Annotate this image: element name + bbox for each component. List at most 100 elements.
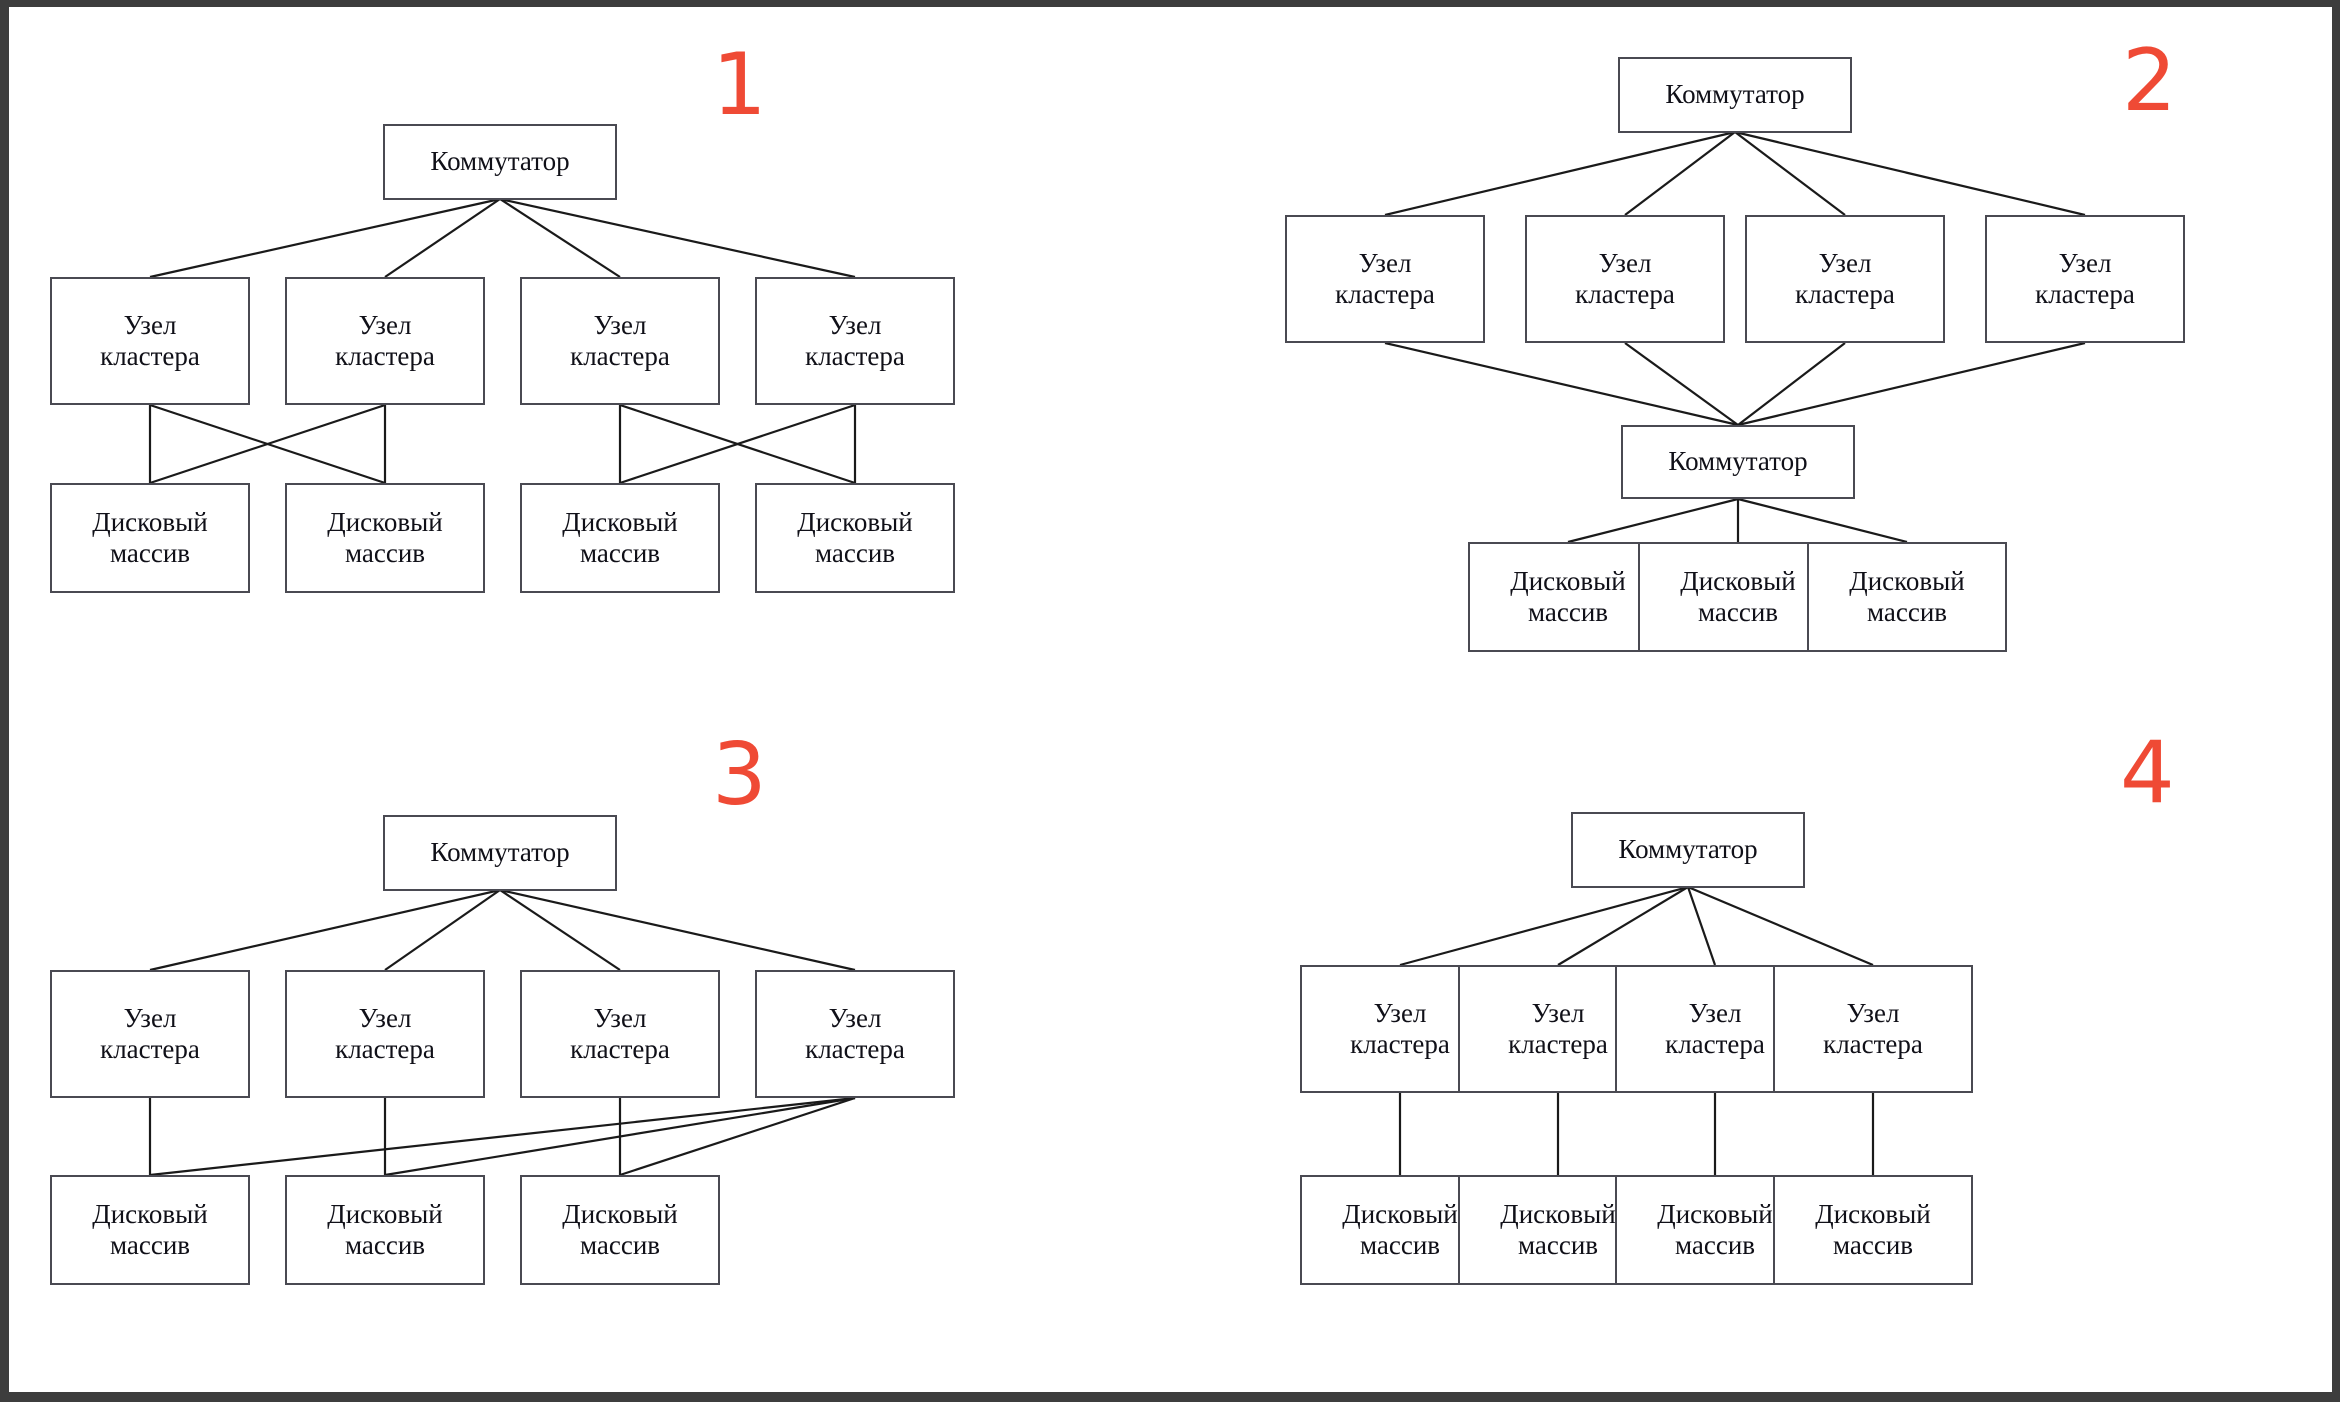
node-label-line-1: Узел	[358, 1002, 412, 1033]
node-label-line-1: Узел	[1688, 997, 1742, 1028]
node-label-line-1: Дисковый	[92, 506, 208, 537]
node-label-line-2: кластера	[100, 1034, 200, 1064]
diagram-1-cluster-node-3[interactable]: Узел кластера	[520, 277, 720, 405]
diagram-2-disk-array-3[interactable]: Дисковый массив	[1807, 542, 2007, 652]
node-label-line-1: Узел	[593, 309, 647, 340]
node-label: Коммутатор	[1668, 446, 1808, 477]
node-label-line-2: массив	[1697, 597, 1779, 627]
node-label-line-2: массив	[109, 538, 191, 568]
node-label-line-2: кластера	[2035, 279, 2135, 309]
node-label-line-2: кластера	[1795, 279, 1895, 309]
node-label-line-1: Узел	[1598, 247, 1652, 278]
node-label-line-2: кластера	[1665, 1029, 1765, 1059]
node-label-line-1: Узел	[828, 1002, 882, 1033]
diagram-2-cluster-node-2[interactable]: Узел кластера	[1525, 215, 1725, 343]
node-label-line-1: Узел	[593, 1002, 647, 1033]
node-label-line-1: Дисковый	[797, 506, 913, 537]
node-label-line-1: Дисковый	[327, 506, 443, 537]
node-label: Коммутатор	[430, 146, 570, 177]
node-label-line-2: кластера	[335, 341, 435, 371]
node-label-line-2: массив	[579, 1230, 661, 1260]
node-label-line-1: Узел	[123, 309, 177, 340]
diagram-4-cluster-node-4[interactable]: Узел кластера	[1773, 965, 1973, 1093]
diagram-4-switch[interactable]: Коммутатор	[1571, 812, 1805, 888]
node-label-line-2: кластера	[570, 341, 670, 371]
node-label-line-1: Узел	[358, 309, 412, 340]
diagram-1-cluster-node-2[interactable]: Узел кластера	[285, 277, 485, 405]
diagram-3-number: 3	[712, 725, 767, 825]
node-label-line-1: Дисковый	[1510, 565, 1626, 596]
diagram-2: Коммутатор Узел кластера Узел кластера У…	[1170, 0, 2340, 700]
diagram-3-disk-array-2[interactable]: Дисковый массив	[285, 1175, 485, 1285]
node-label-line-2: кластера	[805, 1034, 905, 1064]
node-label: Коммутатор	[430, 837, 570, 868]
diagram-1-number: 1	[712, 35, 767, 135]
diagram-4-number: 4	[2120, 723, 2175, 823]
diagram-1: Коммутатор Узел кластера Узел кластера У…	[0, 0, 1170, 700]
diagram-2-cluster-node-4[interactable]: Узел кластера	[1985, 215, 2185, 343]
node-label-line-2: массив	[814, 538, 896, 568]
node-label-line-2: кластера	[1575, 279, 1675, 309]
node-label-line-2: массив	[109, 1230, 191, 1260]
node-label-line-1: Узел	[1373, 997, 1427, 1028]
node-label-line-1: Узел	[2058, 247, 2112, 278]
node-label-line-1: Дисковый	[1342, 1198, 1458, 1229]
node-label-line-1: Дисковый	[1680, 565, 1796, 596]
diagram-3-cluster-node-4[interactable]: Узел кластера	[755, 970, 955, 1098]
node-label-line-2: массив	[1674, 1230, 1756, 1260]
node-label-line-1: Дисковый	[562, 1198, 678, 1229]
diagram-4-disk-array-4[interactable]: Дисковый массив	[1773, 1175, 1973, 1285]
node-label-line-1: Дисковый	[1849, 565, 1965, 596]
node-label: Коммутатор	[1618, 834, 1758, 865]
node-label-line-1: Узел	[1531, 997, 1585, 1028]
diagram-3-cluster-node-2[interactable]: Узел кластера	[285, 970, 485, 1098]
node-label-line-2: массив	[1527, 597, 1609, 627]
node-label-line-1: Узел	[1818, 247, 1872, 278]
node-label-line-2: массив	[579, 538, 661, 568]
diagram-1-cluster-node-4[interactable]: Узел кластера	[755, 277, 955, 405]
node-label-line-2: кластера	[335, 1034, 435, 1064]
node-label-line-2: массив	[344, 538, 426, 568]
node-label-line-1: Узел	[1358, 247, 1412, 278]
diagram-1-disk-array-2[interactable]: Дисковый массив	[285, 483, 485, 593]
node-label-line-2: массив	[1832, 1230, 1914, 1260]
node-label-line-2: кластера	[1508, 1029, 1608, 1059]
node-label-line-1: Дисковый	[1657, 1198, 1773, 1229]
diagram-3-cluster-node-1[interactable]: Узел кластера	[50, 970, 250, 1098]
diagram-3: Коммутатор Узел кластера Узел кластера У…	[0, 700, 1170, 1402]
node-label-line-2: массив	[1359, 1230, 1441, 1260]
diagram-2-cluster-node-3[interactable]: Узел кластера	[1745, 215, 1945, 343]
node-label: Коммутатор	[1665, 79, 1805, 110]
diagram-3-cluster-node-3[interactable]: Узел кластера	[520, 970, 720, 1098]
node-label-line-2: кластера	[1823, 1029, 1923, 1059]
diagram-3-disk-array-1[interactable]: Дисковый массив	[50, 1175, 250, 1285]
node-label-line-2: кластера	[1350, 1029, 1450, 1059]
node-label-line-1: Узел	[828, 309, 882, 340]
node-label-line-1: Узел	[1846, 997, 1900, 1028]
diagram-1-switch[interactable]: Коммутатор	[383, 124, 617, 200]
diagram-1-disk-array-3[interactable]: Дисковый массив	[520, 483, 720, 593]
diagram-3-disk-array-3[interactable]: Дисковый массив	[520, 1175, 720, 1285]
node-label-line-1: Дисковый	[92, 1198, 208, 1229]
node-label-line-2: кластера	[1335, 279, 1435, 309]
node-label-line-1: Дисковый	[327, 1198, 443, 1229]
diagram-1-disk-array-1[interactable]: Дисковый массив	[50, 483, 250, 593]
node-label-line-1: Дисковый	[562, 506, 678, 537]
node-label-line-2: массив	[1866, 597, 1948, 627]
diagram-1-disk-array-4[interactable]: Дисковый массив	[755, 483, 955, 593]
diagram-2-switch-top[interactable]: Коммутатор	[1618, 57, 1852, 133]
diagram-4: Коммутатор Узел кластера Узел кластера У…	[1170, 700, 2340, 1402]
node-label-line-2: кластера	[570, 1034, 670, 1064]
diagram-2-switch-bottom[interactable]: Коммутатор	[1621, 425, 1855, 499]
diagram-3-switch[interactable]: Коммутатор	[383, 815, 617, 891]
diagram-2-disk-array-2[interactable]: Дисковый массив	[1638, 542, 1838, 652]
diagram-2-disk-array-1[interactable]: Дисковый массив	[1468, 542, 1668, 652]
node-label-line-2: массив	[344, 1230, 426, 1260]
diagram-1-cluster-node-1[interactable]: Узел кластера	[50, 277, 250, 405]
node-label-line-1: Дисковый	[1500, 1198, 1616, 1229]
diagram-2-cluster-node-1[interactable]: Узел кластера	[1285, 215, 1485, 343]
node-label-line-2: кластера	[100, 341, 200, 371]
node-label-line-1: Узел	[123, 1002, 177, 1033]
diagram-2-connectors	[1384, 130, 2086, 544]
